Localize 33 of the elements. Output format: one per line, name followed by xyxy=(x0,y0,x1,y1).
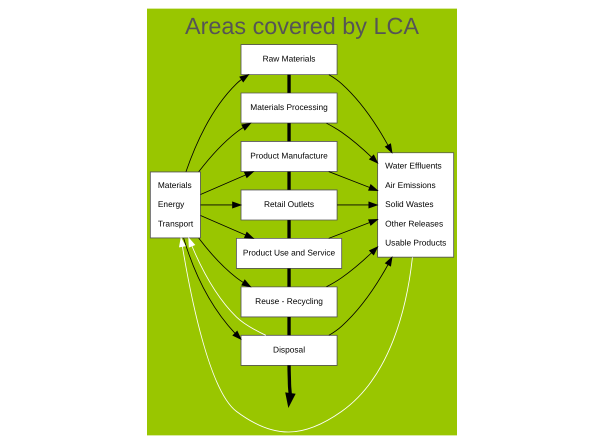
connector xyxy=(286,172,290,190)
connector xyxy=(286,317,290,336)
arrow xyxy=(326,122,378,164)
arrow xyxy=(182,238,242,340)
node-box: Product Use and Service xyxy=(235,238,342,269)
arrow xyxy=(200,171,254,195)
arrow xyxy=(326,246,378,288)
arrow xyxy=(178,236,412,432)
arrow xyxy=(198,238,252,288)
node-box: Retail Outlets xyxy=(240,190,338,220)
connector xyxy=(286,268,290,287)
arrow xyxy=(200,201,242,208)
arrow xyxy=(284,365,296,408)
connector xyxy=(286,74,290,93)
node-box: Water Effluents Air Emissions Solid Wastes Other Releases Usable Products xyxy=(376,152,454,258)
arrow xyxy=(185,74,249,172)
node-box: Materials Processing xyxy=(240,92,338,124)
arrow xyxy=(200,215,254,239)
connector xyxy=(286,220,290,238)
node-box: Reuse - Recycling xyxy=(240,286,338,318)
arrow xyxy=(188,237,266,336)
connector xyxy=(286,123,290,142)
arrow xyxy=(328,74,392,154)
node-box: Disposal xyxy=(240,334,338,366)
diagram-title: Areas covered by LCA xyxy=(184,13,418,40)
node-box: Raw Materials xyxy=(240,44,338,76)
arrow xyxy=(328,171,378,191)
arrow xyxy=(328,219,378,239)
arrow xyxy=(328,256,392,336)
node-box: Product Manufacture xyxy=(240,141,338,172)
arrow xyxy=(336,201,378,208)
node-box: Materials Energy Transport xyxy=(149,172,200,238)
arrow xyxy=(198,122,252,172)
